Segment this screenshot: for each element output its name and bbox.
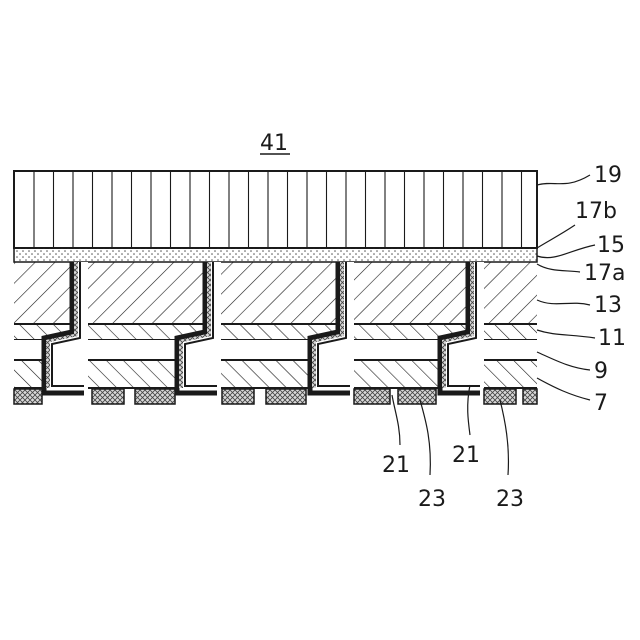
layer-15	[14, 248, 537, 262]
pad	[92, 389, 124, 404]
figure-title: 41	[260, 131, 288, 156]
pad	[222, 389, 254, 404]
label-17a: 17a	[584, 261, 625, 286]
label-7: 7	[594, 391, 608, 416]
label-11: 11	[598, 326, 626, 351]
label-17b: 17b	[575, 199, 617, 224]
pad	[523, 389, 537, 404]
layer-13	[14, 262, 537, 324]
label-15: 15	[597, 233, 625, 258]
pad	[135, 389, 175, 404]
label-21-first: 21	[382, 453, 410, 478]
pad	[354, 389, 390, 404]
pad	[14, 389, 42, 404]
pad	[266, 389, 306, 404]
label-23-first: 23	[418, 487, 446, 512]
label-23-second: 23	[496, 487, 524, 512]
pad	[398, 389, 436, 404]
label-21-second: 21	[452, 443, 480, 468]
label-9: 9	[594, 359, 608, 384]
label-13: 13	[594, 293, 622, 318]
label-19: 19	[594, 163, 622, 188]
layer-19	[14, 171, 537, 248]
